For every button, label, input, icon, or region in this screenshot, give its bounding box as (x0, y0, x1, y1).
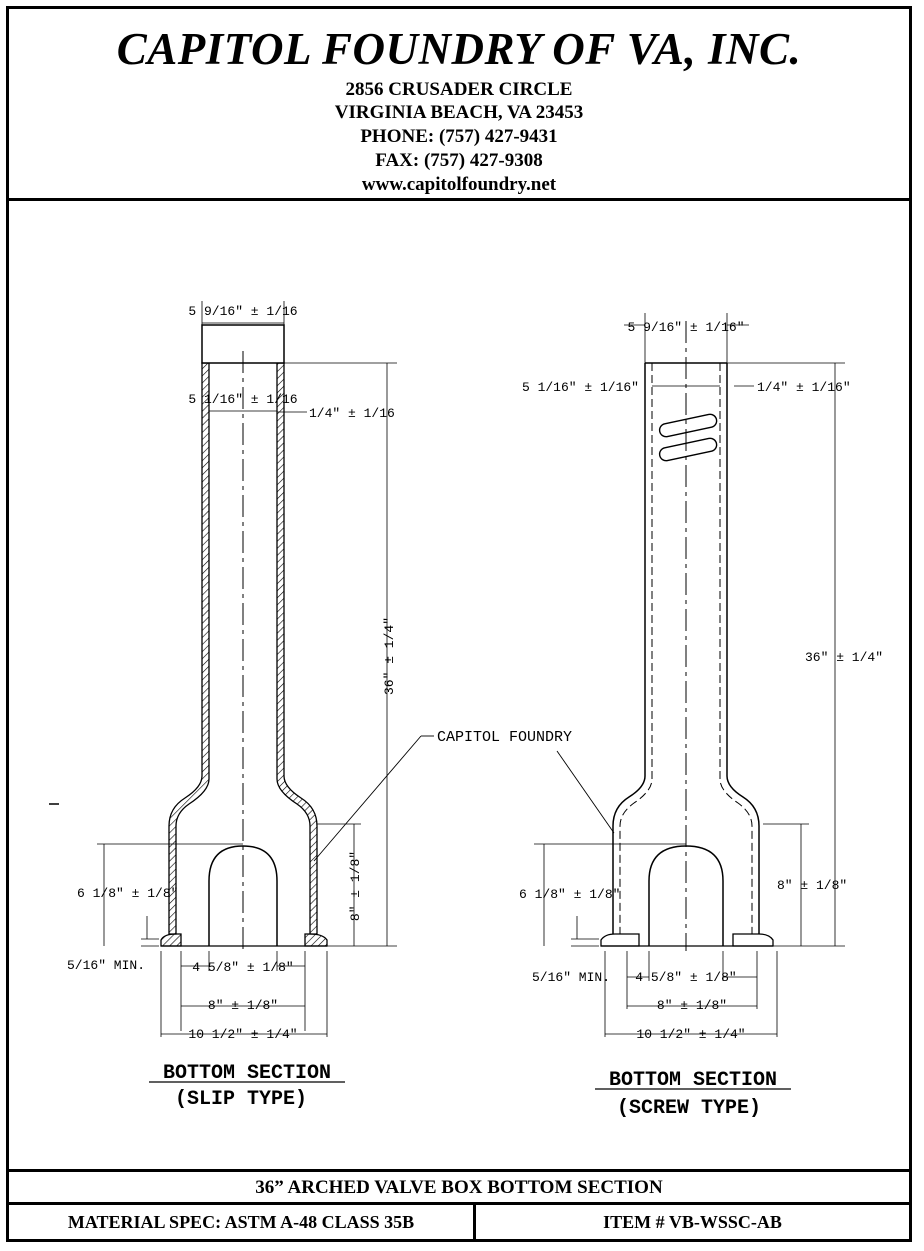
slip-right-flange (304, 933, 328, 947)
slip-height-label: 36" ± 1/4" (382, 617, 397, 695)
title-block-header: CAPITOL FOUNDRY OF VA, INC. 2856 CRUSADE… (9, 9, 909, 201)
slip-top-id-label: 5 1/16" ± 1/16 (188, 392, 297, 407)
address-line-2: VIRGINIA BEACH, VA 23453 (334, 102, 584, 123)
screw-arch-width-label: 4 5/8" ± 1/8" (635, 970, 736, 985)
screw-right-outer-wall (726, 363, 760, 934)
slip-subtitle: (SLIP TYPE) (175, 1088, 307, 1111)
phone-number: PHONE: (757) 427-9431 (360, 126, 558, 147)
slip-flange-width-label: 10 1/2" ± 1/4" (188, 1027, 297, 1042)
slip-arch-width-label: 4 5/8" ± 1/8" (192, 960, 293, 975)
slip-left-flange (160, 933, 182, 947)
slip-type-section (97, 301, 434, 1037)
footer-divider (473, 1205, 476, 1239)
slip-flare-height-label: 8" ± 1/8" (348, 851, 363, 921)
screw-left-outer-wall (612, 363, 646, 934)
material-spec: MATERIAL SPEC: ASTM A-48 CLASS 35B (67, 1212, 415, 1232)
slip-right-wall (276, 362, 318, 935)
screw-type-section (534, 313, 845, 1037)
screw-flare-height-label: 8" ± 1/8" (777, 878, 847, 893)
screw-left-inner-wall (619, 363, 653, 934)
screw-dimension-labels: 5 9/16" ± 1/16" 5 1/16" ± 1/16" 1/4" ± 1… (519, 320, 883, 1042)
screw-section-title: BOTTOM SECTION (SCREW TYPE) (595, 1069, 791, 1120)
thread-slot-1 (658, 413, 718, 438)
screw-base-width-label: 8" ± 1/8" (657, 998, 727, 1013)
screw-arch-height-label: 6 1/8" ± 1/8" (519, 887, 620, 902)
slip-section-title: BOTTOM SECTION (SLIP TYPE) (149, 1062, 345, 1111)
slip-dimension-labels: 5 9/16" ± 1/16 5 1/16" ± 1/16 1/4" ± 1/1… (67, 304, 397, 1042)
fax-number: FAX: (757) 427-9308 (375, 150, 543, 171)
company-name: CAPITOL FOUNDRY OF VA, INC. (116, 24, 802, 74)
screw-right-flange (732, 933, 774, 947)
item-number: ITEM # VB-WSSC-AB (603, 1212, 782, 1232)
screw-subtitle: (SCREW TYPE) (617, 1097, 761, 1120)
slip-base-width-label: 8" ± 1/8" (208, 998, 278, 1013)
screw-top-id-label: 5 1/16" ± 1/16" (522, 380, 639, 395)
slip-flange-min-label: 5/16" MIN. (67, 958, 145, 973)
screw-flange-width-label: 10 1/2" ± 1/4" (636, 1027, 745, 1042)
slip-title: BOTTOM SECTION (163, 1062, 331, 1085)
address-line-1: 2856 CRUSADER CIRCLE (345, 79, 573, 100)
screw-wall-label: 1/4" ± 1/16" (757, 380, 851, 395)
screw-right-inner-wall (719, 363, 753, 934)
screw-height-label: 36" ± 1/4" (805, 650, 883, 665)
screw-title: BOTTOM SECTION (609, 1069, 777, 1092)
slip-top-od-label: 5 9/16" ± 1/16 (188, 304, 297, 319)
drawing-sheet: CAPITOL FOUNDRY OF VA, INC. 2856 CRUSADE… (6, 6, 912, 1242)
callout-label: CAPITOL FOUNDRY (437, 729, 572, 746)
slip-arch-height-label: 6 1/8" ± 1/8" (77, 886, 178, 901)
thread-slot-2 (658, 437, 718, 462)
footer-info-row: MATERIAL SPEC: ASTM A-48 CLASS 35B ITEM … (9, 1205, 909, 1239)
technical-drawing: 5 9/16" ± 1/16 5 1/16" ± 1/16 1/4" ± 1/1… (49, 301, 883, 1120)
website-link[interactable]: www.capitolfoundry.net (361, 174, 557, 195)
screw-flange-min-label: 5/16" MIN. (532, 970, 610, 985)
slip-left-wall (168, 362, 210, 935)
slip-wall-label: 1/4" ± 1/16 (309, 406, 395, 421)
screw-top-od-label: 5 9/16" ± 1/16" (627, 320, 744, 335)
screw-left-flange (600, 933, 640, 947)
drawing-title: 36” ARCHED VALVE BOX BOTTOM SECTION (9, 1169, 909, 1205)
